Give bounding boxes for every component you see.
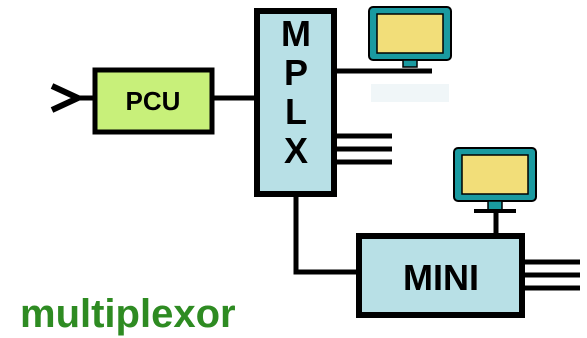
mini-output-lines	[522, 259, 580, 291]
monitor-neck	[402, 59, 418, 68]
monitor-screen	[376, 13, 444, 54]
monitor-screen	[461, 154, 529, 195]
input-arrow-icon	[50, 83, 86, 113]
mplx-mini-link	[293, 194, 359, 275]
monitor-icon	[368, 6, 452, 102]
mplx-output-lines	[334, 133, 392, 165]
mplx-letter-p: P	[284, 52, 308, 93]
mini-box: MINI	[356, 233, 525, 318]
pcu-box: PCU	[92, 67, 215, 135]
monitor-neck	[487, 200, 503, 211]
mplx-box-rect	[254, 8, 337, 197]
diagram-caption: multiplexor	[20, 292, 236, 336]
mplx-letter-m: M	[281, 13, 311, 54]
monitor-reflection	[371, 84, 449, 102]
mini-label: MINI	[403, 257, 479, 298]
mplx-letter-x: X	[284, 130, 308, 171]
mplx-box: M P L X	[254, 8, 337, 197]
pcu-label: PCU	[126, 86, 181, 116]
pcu-box-rect	[92, 67, 215, 135]
monitor-icon	[453, 147, 537, 213]
mplx-letter-l: L	[285, 91, 307, 132]
